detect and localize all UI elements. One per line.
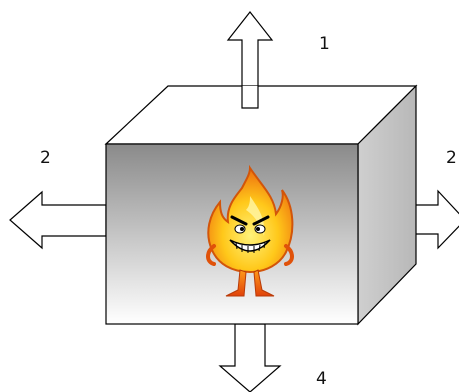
label-top: 1 bbox=[319, 34, 330, 54]
arrow-up-stem bbox=[242, 86, 258, 108]
arrow-left-icon bbox=[9, 190, 107, 250]
label-left: 2 bbox=[40, 148, 51, 168]
fire-character-icon bbox=[206, 164, 294, 297]
arrow-down-icon bbox=[218, 323, 282, 392]
label-bottom: 4 bbox=[316, 369, 327, 389]
label-right: 2 bbox=[446, 148, 457, 168]
